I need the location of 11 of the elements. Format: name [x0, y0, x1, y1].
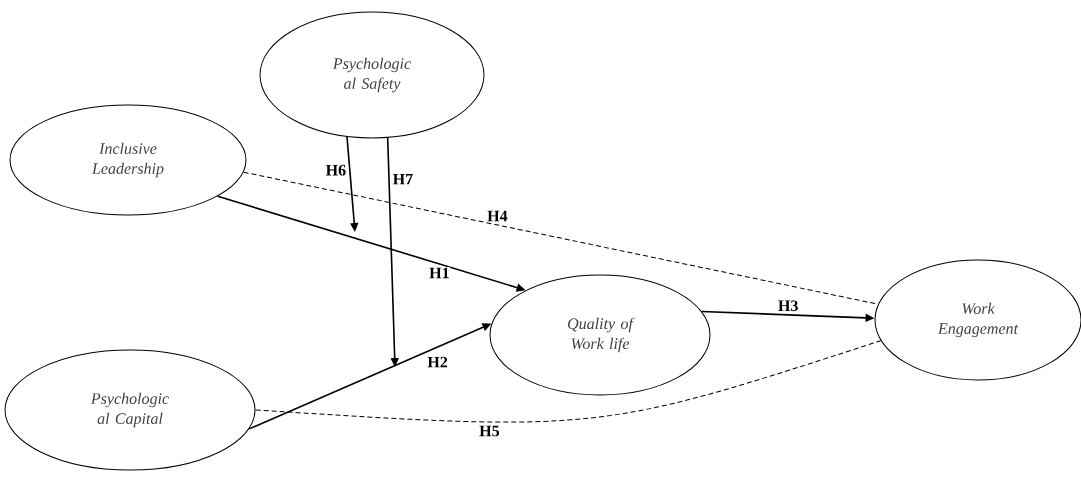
- ellipse-node: Inclusive Leadership: [9, 104, 247, 216]
- ellipse-node: Psychologic al Capital: [4, 349, 256, 471]
- ellipse-node: Psychologic al Safety: [259, 11, 485, 139]
- edge-label: H1: [428, 267, 451, 279]
- edge-label: H4: [486, 210, 509, 222]
- edge-label: H2: [426, 356, 449, 368]
- edge-label: H6: [325, 164, 347, 177]
- edge-label: H3: [777, 299, 799, 312]
- edge-label: H7: [392, 173, 414, 185]
- ellipse-node: Quality of Work life: [489, 274, 711, 396]
- edge-label: H5: [478, 425, 501, 437]
